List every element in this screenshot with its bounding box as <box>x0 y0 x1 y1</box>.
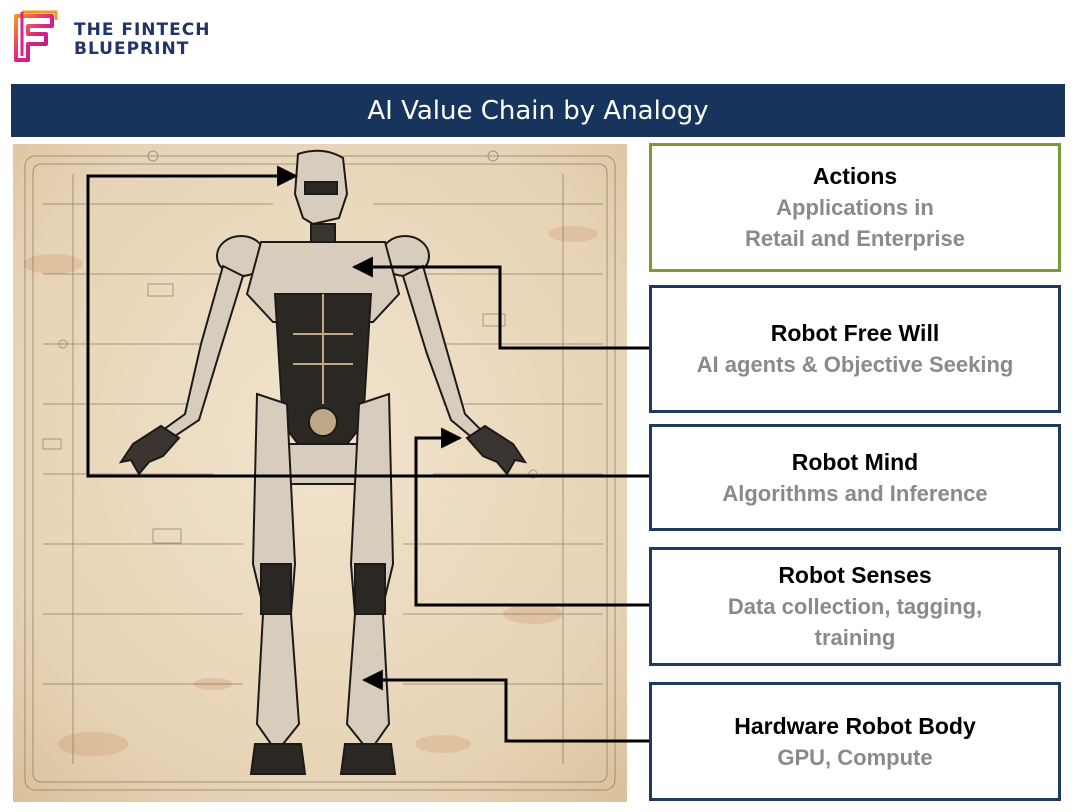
box-title: Robot Senses <box>778 562 932 588</box>
box-subtitle: Applications in Retail and Enterprise <box>744 195 966 251</box>
page-title: AI Value Chain by Analogy <box>367 95 709 126</box>
robot-illustration-icon <box>13 144 627 802</box>
logo-line-2: BLUEPRINT <box>74 39 190 59</box>
box-title: Robot Free Will <box>770 320 940 346</box>
box-robot-senses: Robot Senses Data collection, tagging, t… <box>649 547 1061 666</box>
box-subtitle: AI agents & Objective Seeking <box>696 352 1014 377</box>
fintech-logo-icon <box>14 10 58 62</box>
logo-wordmark: THE FINTECH BLUEPRINT <box>74 21 210 59</box>
box-title: Hardware Robot Body <box>734 712 976 739</box>
logo: THE FINTECH BLUEPRINT <box>12 10 212 68</box>
logo-line-1: THE FINTECH <box>74 20 211 40</box>
robot-blueprint-illustration <box>13 144 627 802</box>
box-title: Robot Mind <box>791 448 919 475</box>
box-subtitle: Algorithms and Inference <box>722 480 988 506</box>
box-title: Actions <box>812 163 898 189</box>
box-robot-free-will: Robot Free Will AI agents & Objective Se… <box>649 285 1061 413</box>
box-actions: Actions Applications in Retail and Enter… <box>649 143 1061 272</box>
box-hardware-robot-body: Hardware Robot Body GPU, Compute <box>649 682 1061 801</box>
title-bar: AI Value Chain by Analogy <box>11 84 1065 137</box>
box-subtitle: GPU, Compute <box>777 744 933 770</box>
box-robot-mind: Robot Mind Algorithms and Inference <box>649 424 1061 531</box>
box-subtitle: Data collection, tagging, training <box>727 594 983 650</box>
